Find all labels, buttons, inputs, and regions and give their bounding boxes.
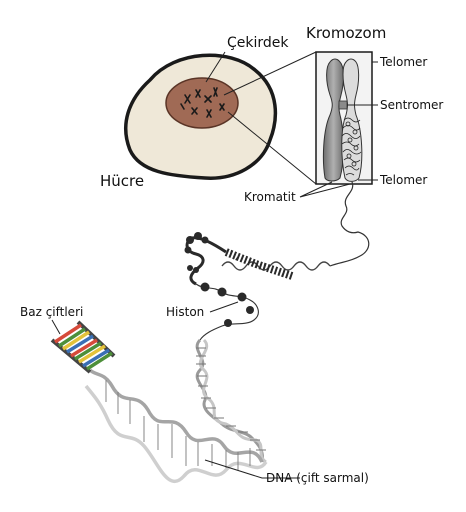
dna-label: DNA (çift sarmal) [266,471,369,485]
base-pairs [54,323,113,371]
chromatid-leader [299,181,351,198]
dna-helix [84,338,268,484]
dna-helix-upper-strand-b [198,338,267,464]
nucleus [165,77,239,129]
dna-helix-upper-strand-a [195,338,264,463]
zoom-line-bottom [227,111,317,185]
telomere-bottom-label: Telomer [379,173,427,187]
centromere [338,100,348,110]
coiled-fiber [221,261,331,271]
loop-fiber [185,236,227,286]
histone-leader [209,301,239,313]
base-pairs-label: Baz çiftleri [20,305,83,319]
cell-label: Hücre [100,172,144,190]
zoom-line-top [223,51,317,96]
base-pairs-leader [51,319,61,335]
fiber-from-chromosome [329,181,370,267]
base-pair-ladder [50,320,116,374]
chromatin-texture [341,117,362,176]
nucleus-leader [205,51,226,83]
dna-leader [204,459,300,479]
dna-main-strand-a [88,368,264,463]
histone-beads [200,282,254,327]
thick-coil [224,248,294,280]
dna-main-rungs [105,380,251,470]
dna-main-strand-b [84,384,268,484]
nucleosome-cluster [184,232,209,273]
telomere-top-label: Telomer [379,55,427,69]
chromatid-label: Kromatit [244,190,296,204]
cell [124,53,278,180]
nucleus-chromosomes [180,87,225,118]
chromosome-label: Kromozom [306,24,386,42]
dna-helix-rungs [196,347,266,451]
centromere-label: Sentromer [380,98,443,112]
nucleus-label: Çekirdek [227,35,289,51]
chromosome-zoom [223,51,373,185]
chromatin-fiber [184,181,370,341]
histone-label: Histon [166,305,204,319]
